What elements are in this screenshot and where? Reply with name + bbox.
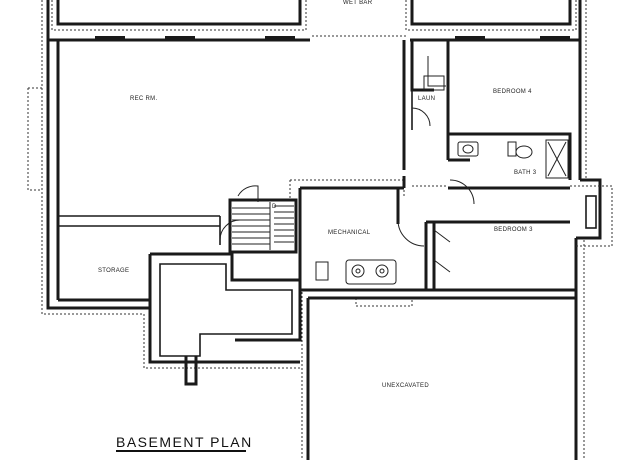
plan-title: BASEMENT PLAN <box>116 434 253 450</box>
svg-text:D: D <box>272 204 277 210</box>
mechanical-fixtures <box>315 259 413 307</box>
crawl-area-walls <box>148 252 302 386</box>
unexcavated-walls <box>301 292 576 460</box>
room-label-mechanical: MECHANICAL <box>328 230 371 236</box>
room-label-rec-rm: REC RM. <box>130 96 158 102</box>
room-label-bedroom-3: BEDROOM 3 <box>494 227 533 233</box>
room-label-bath-3: BATH 3 <box>514 170 537 176</box>
room-label-unexcavated: UNEXCAVATED <box>382 383 429 389</box>
room-label-storage: STORAGE <box>98 268 130 274</box>
stair: D <box>228 185 298 254</box>
interior-walls-right <box>289 40 613 292</box>
plan-title-underline <box>116 450 246 452</box>
room-label-laun: LAUN <box>418 96 436 102</box>
wet-bar-walls <box>48 0 580 42</box>
room-label-wet-bar: WET BAR <box>343 0 373 6</box>
room-label-bedroom-4: BEDROOM 4 <box>493 89 532 95</box>
